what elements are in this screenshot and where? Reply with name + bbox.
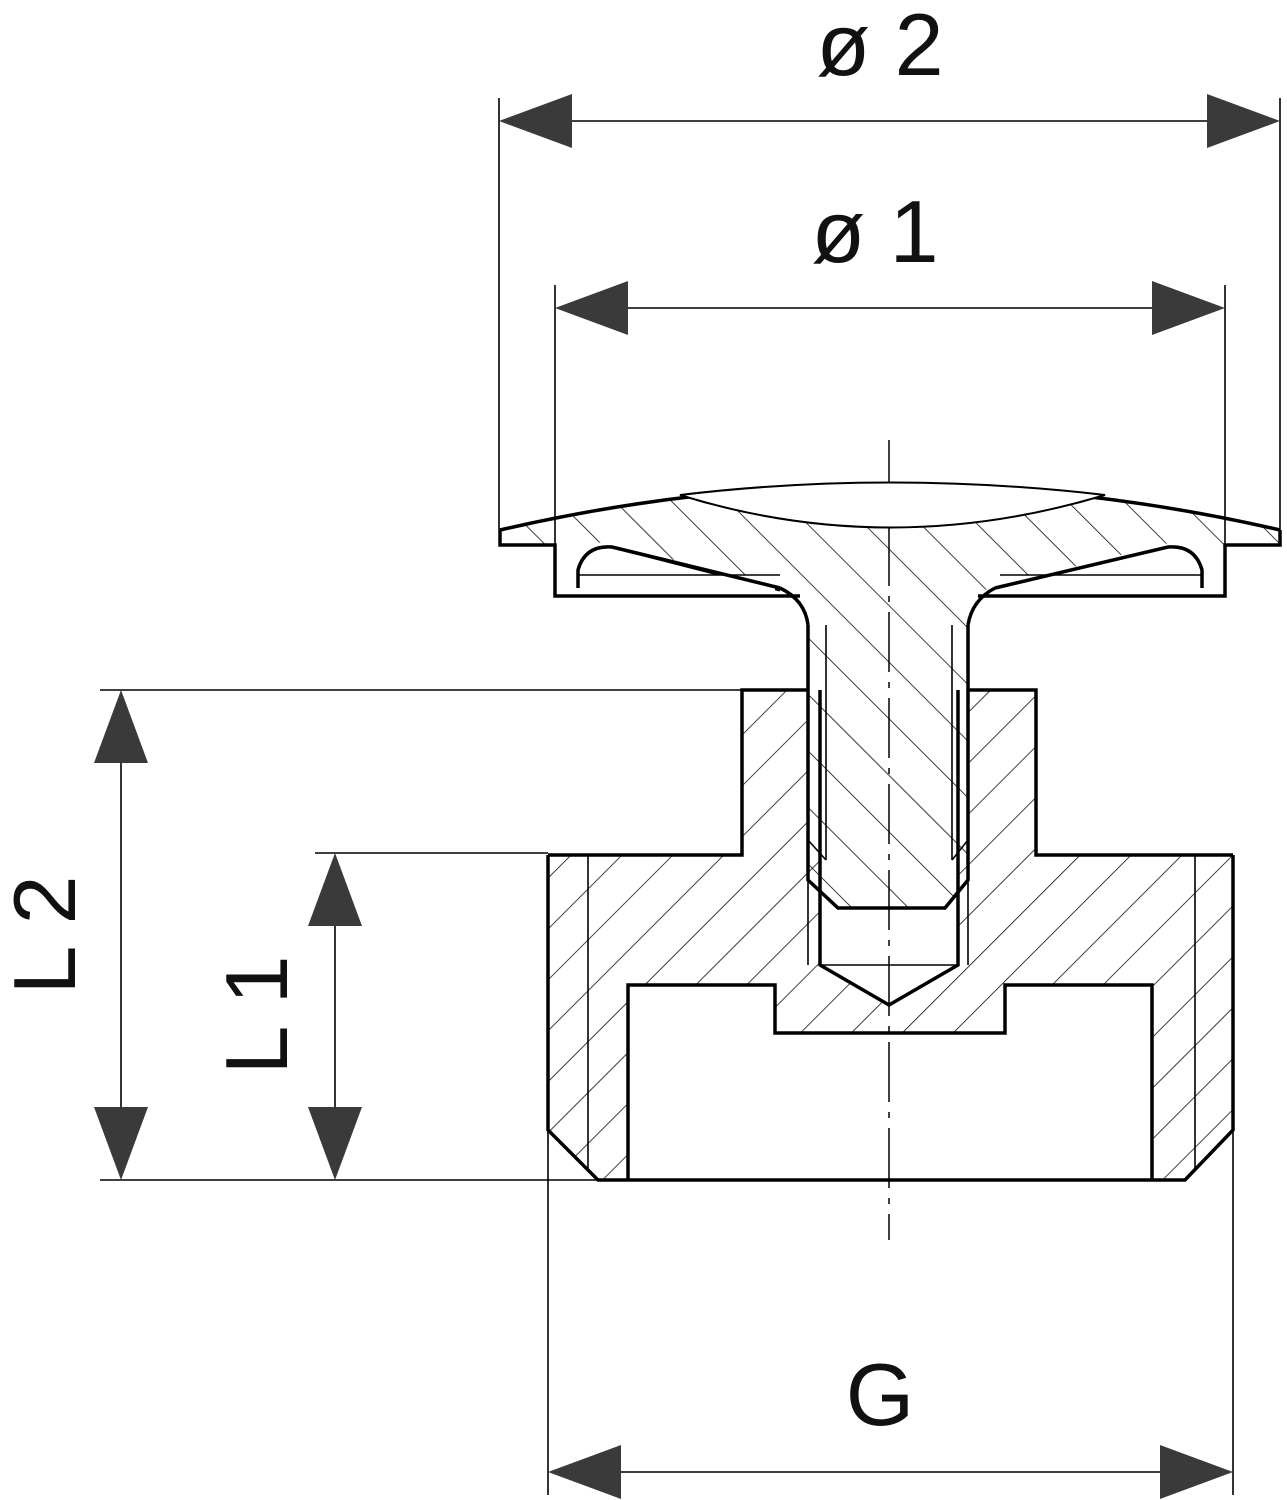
arrowhead (499, 94, 572, 148)
dimension-label-L1: L 1 (207, 955, 306, 1074)
dimension-label-d2: ø 2 (816, 0, 943, 94)
arrowhead (308, 853, 362, 926)
dimension-d2: ø 2 (498, 0, 1281, 530)
body (546, 688, 1235, 1182)
arrowhead (1152, 281, 1225, 335)
arrowhead (94, 690, 148, 763)
dimension-L1: L 1 (207, 852, 548, 1180)
arrowhead (94, 1107, 148, 1180)
arrowhead (1160, 1445, 1233, 1499)
dimension-d1: ø 1 (554, 182, 1226, 545)
dimension-G: G (547, 1130, 1234, 1499)
dimension-label-L2: L 2 (0, 875, 94, 994)
cap-head-section (500, 485, 1280, 625)
dimension-label-d1: ø 1 (811, 182, 938, 281)
stem (806, 625, 970, 910)
arrowhead (1207, 94, 1280, 148)
arrowhead (308, 1107, 362, 1180)
dimension-L2: L 2 (0, 689, 742, 1181)
arrowhead (555, 281, 628, 335)
arrowhead (548, 1445, 621, 1499)
dimension-label-G: G (846, 1345, 914, 1444)
cap-head (498, 481, 1282, 626)
